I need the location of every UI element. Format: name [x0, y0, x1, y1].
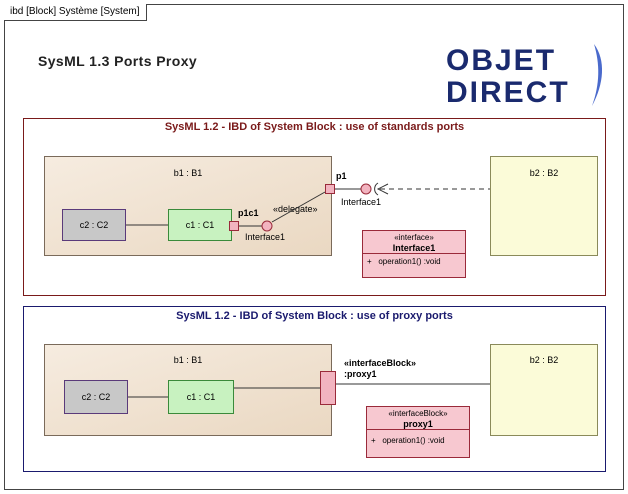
proxy1-classifier[interactable]: «interfaceBlock» proxy1 + operation1() :…: [366, 406, 470, 458]
part-c2-label: c2 : C2: [79, 220, 109, 230]
interface1-stereotype: «interface»: [394, 233, 434, 242]
logo-line1: OBJET: [446, 44, 556, 77]
logo-line2: DIRECT: [446, 76, 570, 109]
part-c2[interactable]: [62, 209, 126, 241]
block-b2-proxy-label: b2 : B2: [529, 355, 559, 365]
port-p1c1[interactable]: [229, 221, 239, 231]
group-standard-ports-title: SysML 1.2 - IBD of System Block : use of…: [164, 121, 465, 133]
interface-label-inner: Interface1: [245, 232, 286, 242]
diagram-frame: [4, 4, 624, 490]
socket-icon: [374, 182, 379, 196]
interface1-header: «interface» Interface1: [363, 231, 465, 254]
lollipop-outer-icon: [360, 183, 372, 195]
block-b2-label: b2 : B2: [529, 168, 559, 178]
port-p1-label: p1: [336, 171, 347, 181]
block-b2[interactable]: [490, 156, 598, 256]
port-p1c1-label: p1c1: [238, 208, 259, 218]
interface1-name: Interface1: [392, 243, 436, 253]
interface-label-outer: Interface1: [341, 197, 382, 207]
logo-graphic: OBJET DIRECT: [446, 44, 603, 109]
proxy1-op-visibility: +: [371, 436, 376, 445]
block-b2-proxy[interactable]: [490, 344, 598, 436]
interface1-op-signature: operation1() :void: [378, 257, 441, 266]
lollipop-inner-icon: [261, 220, 273, 232]
block-b1-label: b1 : B1: [173, 168, 203, 178]
port-p1[interactable]: [325, 184, 335, 194]
group-standard-ports: [23, 118, 606, 296]
part-c1[interactable]: [168, 209, 232, 241]
proxy1-op-signature: operation1() :void: [382, 436, 445, 445]
objet-direct-logo: OBJET DIRECT: [444, 40, 608, 110]
part-c1-proxy-label: c1 : C1: [186, 392, 216, 402]
proxy1-stereotype: «interfaceBlock»: [388, 409, 448, 418]
part-c2-proxy-label: c2 : C2: [81, 392, 111, 402]
proxy-port[interactable]: [320, 371, 336, 405]
proxy-port-name: :proxy1: [344, 369, 377, 379]
interface1-op-visibility: +: [367, 257, 372, 266]
interface1-classifier[interactable]: «interface» Interface1 + operation1() :v…: [362, 230, 466, 278]
dependency-arrowhead: [376, 183, 389, 195]
proxy1-name: proxy1: [403, 419, 433, 429]
delegate-connector: [271, 191, 326, 223]
proxy-port-stereotype: «interfaceBlock»: [344, 358, 417, 368]
part-c1-proxy[interactable]: [168, 380, 234, 414]
page-title: SysML 1.3 Ports Proxy: [38, 53, 198, 69]
frame-tab[interactable]: ibd [Block] Système [System]: [4, 4, 147, 21]
part-c2-proxy[interactable]: [64, 380, 128, 414]
proxy1-header: «interfaceBlock» proxy1: [367, 407, 469, 430]
logo-swoosh: [592, 44, 603, 106]
group-proxy-ports-title: SysML 1.2 - IBD of System Block : use of…: [176, 310, 453, 322]
group-proxy-ports: [23, 306, 606, 472]
part-c1-label: c1 : C1: [185, 220, 215, 230]
interface1-operation: + operation1() :void: [363, 254, 465, 269]
proxy1-operation: + operation1() :void: [367, 430, 469, 448]
block-b1-proxy-label: b1 : B1: [173, 355, 203, 365]
